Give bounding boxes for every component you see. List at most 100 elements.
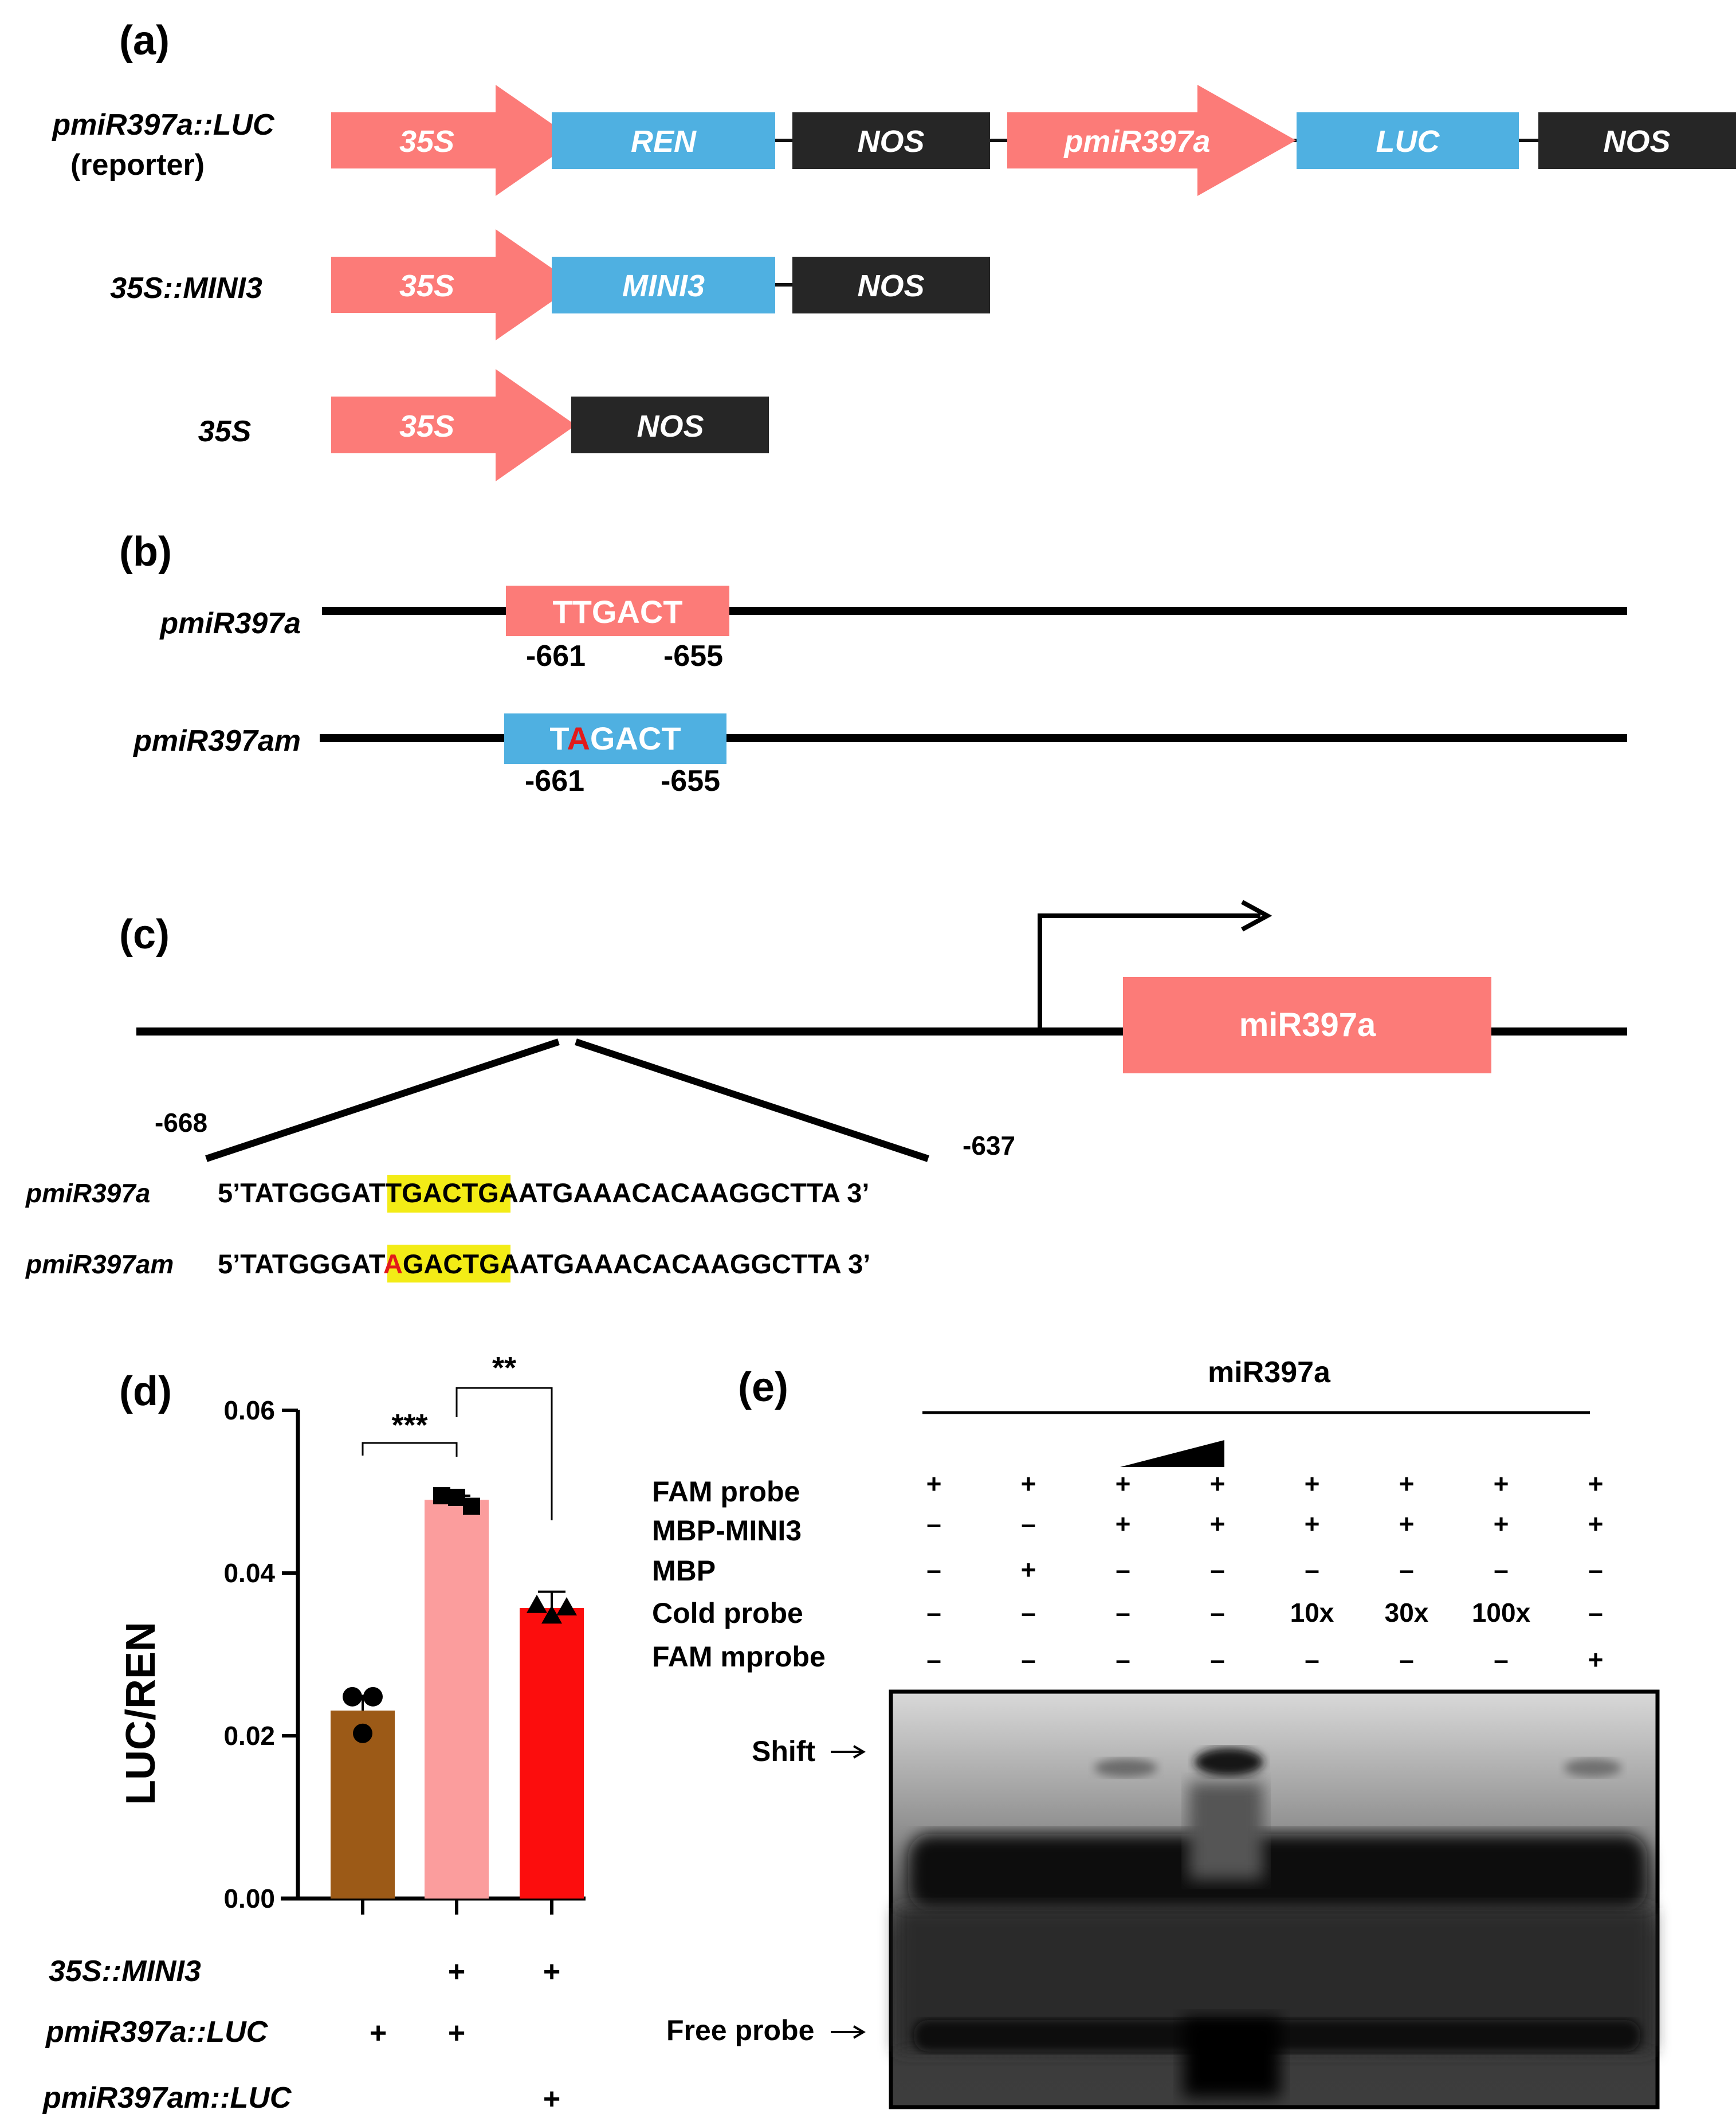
shift-band [1564, 1759, 1621, 1777]
panel-a-label: (a) [119, 18, 170, 64]
emsa-cell: – [1021, 1598, 1036, 1627]
emsa-cell: – [1305, 1555, 1319, 1584]
y-tick-label: 0.04 [223, 1558, 275, 1588]
data-points [343, 1487, 577, 1743]
cds-box-ren: REN [552, 112, 775, 169]
svg-text:35S: 35S [399, 409, 454, 444]
emsa-cell: + [1494, 1469, 1509, 1499]
emsa-cell: + [1305, 1509, 1320, 1539]
mutated-base: A [383, 1249, 403, 1279]
emsa-cell: – [1116, 1598, 1130, 1627]
position-left: -668 [155, 1108, 207, 1138]
svg-text:+: + [448, 1955, 465, 1989]
construct-label-control: 35S [198, 415, 252, 448]
emsa-cell: 30x [1385, 1598, 1429, 1627]
shift-arrow [831, 1745, 866, 1759]
tss-arrow [1038, 900, 1272, 1031]
svg-text:NOS: NOS [857, 124, 924, 159]
emsa-gel-image [889, 1689, 1660, 2109]
emsa-cell: – [1494, 1555, 1509, 1584]
promoter-arrow-35s: 35S [331, 229, 576, 340]
emsa-cell: + [1210, 1469, 1226, 1499]
data-point [448, 1488, 465, 1506]
terminator-box-nos: NOS [792, 257, 990, 313]
emsa-cell: – [926, 1598, 941, 1627]
motif-box-wt: TTGACT [506, 586, 729, 636]
sequence-wt: 5’TATGGGATTGACTGAATGAAACACAAGGCTTA 3’ [218, 1178, 870, 1208]
motif-box-mut: TAGACT [504, 713, 726, 764]
svg-text:NOS: NOS [1603, 124, 1670, 159]
data-point [541, 1605, 562, 1624]
shift-band [1195, 1748, 1263, 1776]
emsa-cell: 10x [1290, 1598, 1334, 1627]
emsa-cell: – [1021, 1645, 1036, 1674]
promoter-arrow-35s: 35S [331, 85, 576, 196]
mutated-base: A [567, 720, 590, 756]
emsa-cell: + [1399, 1469, 1415, 1499]
zoom-lines [205, 1038, 929, 1162]
svg-text:NOS: NOS [637, 409, 704, 444]
data-point [463, 1497, 480, 1515]
svg-text:+: + [448, 2017, 465, 2050]
emsa-cell: – [1399, 1555, 1414, 1584]
sequence-label-wt: pmiR397a [25, 1178, 150, 1208]
svg-text:+: + [370, 2017, 387, 2050]
emsa-cell: + [1116, 1509, 1131, 1539]
emsa-cell: + [1494, 1509, 1509, 1539]
svg-text:+: + [543, 1955, 560, 1989]
data-point [433, 1487, 450, 1505]
motif-start-pos: -661 [525, 764, 584, 798]
data-point [556, 1597, 577, 1616]
emsa-cell: + [1305, 1469, 1320, 1499]
emsa-cell: – [1399, 1645, 1414, 1674]
svg-text:FAM probe: FAM probe [652, 1476, 800, 1508]
emsa-cell: – [1210, 1645, 1225, 1674]
promoter-arrow-pmir397a: pmiR397a [1007, 85, 1296, 196]
data-point [353, 1723, 372, 1743]
condition-marks: + + + + + [370, 1955, 560, 2114]
data-point [527, 1594, 547, 1613]
emsa-cell: + [1021, 1469, 1036, 1499]
significance-label: ** [492, 1351, 516, 1385]
svg-text:Cold probe: Cold probe [652, 1597, 803, 1629]
motif-start-pos: -661 [526, 640, 586, 673]
svg-text:35S: 35S [399, 124, 454, 159]
concentration-wedge [1120, 1440, 1224, 1467]
panel-d-label: (d) [119, 1368, 172, 1414]
y-axis-label: LUC/REN [118, 1622, 164, 1805]
y-ticks: 0.000.020.040.06 [223, 1395, 553, 1915]
free-probe-label: Free probe [666, 2014, 814, 2046]
y-tick-label: 0.02 [223, 1721, 275, 1751]
svg-text:FAM mprobe: FAM mprobe [652, 1641, 826, 1673]
bar [425, 1500, 489, 1899]
emsa-cell: – [1588, 1555, 1603, 1584]
svg-text:MBP: MBP [652, 1555, 716, 1587]
significance-label: *** [391, 1408, 427, 1442]
data-point [363, 1687, 383, 1707]
emsa-cell: – [1305, 1645, 1319, 1674]
panel-b-label: (b) [119, 529, 172, 575]
emsa-cell: – [926, 1555, 941, 1584]
emsa-cell: – [1210, 1598, 1225, 1627]
panel-c-label: (c) [119, 912, 170, 958]
emsa-cell: + [1588, 1469, 1604, 1499]
emsa-cell: – [926, 1645, 941, 1674]
emsa-cell: – [1116, 1645, 1130, 1674]
svg-text:REN: REN [631, 124, 697, 159]
free-probe-arrow [831, 2025, 866, 2039]
promoter-arrow-35s: 35S [331, 369, 576, 481]
condition-label: pmiR397am::LUC [42, 2081, 292, 2114]
y-tick-label: 0.06 [223, 1395, 275, 1425]
terminator-box-nos: NOS [1538, 112, 1736, 169]
condition-label: 35S::MINI3 [49, 1955, 201, 1988]
emsa-cell: – [1210, 1555, 1225, 1584]
motif-highlight-wt [387, 1175, 510, 1213]
svg-text:LUC: LUC [1376, 124, 1440, 159]
construct-sublabel-reporter: (reporter) [70, 148, 205, 182]
emsa-cell: + [1021, 1555, 1036, 1584]
emsa-cell: + [1588, 1645, 1604, 1674]
svg-text:MBP-MINI3: MBP-MINI3 [652, 1515, 802, 1547]
terminator-box-nos: NOS [571, 397, 769, 453]
sequence-mut: 5’TATGGGATAGACTGAATGAAACACAAGGCTTA 3’ [218, 1249, 870, 1279]
